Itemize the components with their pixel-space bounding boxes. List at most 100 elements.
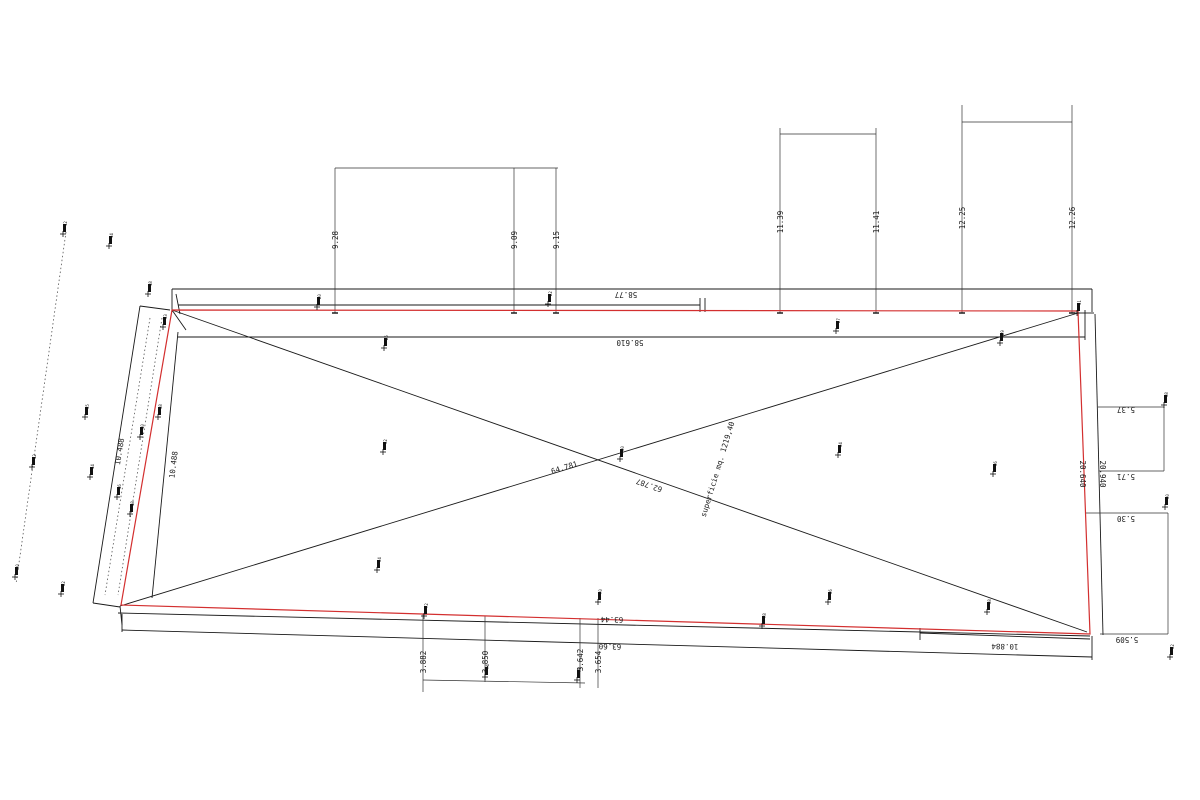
survey-point-label: 50 [620, 446, 625, 451]
survey-point-marker [424, 606, 427, 614]
survey-point: 29 [997, 330, 1005, 346]
right-outer-dimension-line [1094, 313, 1104, 636]
survey-point: 35 [82, 404, 90, 420]
survey-point-marker [32, 457, 35, 465]
diagonal-line-1 [171, 309, 1088, 633]
survey-point-label: 64 [377, 557, 382, 562]
survey-point-marker [1077, 303, 1080, 311]
survey-point: 82 [58, 581, 66, 597]
survey-point-marker [117, 487, 120, 495]
survey-point-marker [61, 584, 64, 592]
survey-point-label: 68 [987, 599, 992, 604]
bottom-inner-line [117, 612, 1091, 637]
survey-point: 56 [990, 461, 998, 477]
survey-point-marker [993, 464, 996, 472]
bottom-inner-label: 63.44 [600, 615, 623, 624]
survey-point-marker [1164, 395, 1167, 403]
survey-point-marker [548, 294, 551, 302]
survey-point-label: 40 [140, 424, 145, 429]
survey-point: 68 [984, 599, 992, 615]
survey-point-label: 29 [1000, 330, 1005, 335]
survey-point: 38 [155, 404, 163, 420]
survey-point: 78 [759, 613, 767, 629]
survey-point-marker [317, 297, 320, 305]
survey-point-label: 74 [485, 664, 490, 669]
survey-point-marker [140, 427, 143, 435]
survey-point: 18 [145, 281, 153, 297]
left-dotted-line-2 [104, 317, 151, 596]
survey-point-marker [598, 592, 601, 600]
survey-point-marker [1000, 333, 1003, 341]
survey-point-marker [63, 224, 66, 232]
left-inner-label: 10.488 [167, 450, 179, 478]
survey-point-label: 38 [158, 404, 163, 409]
survey-point-marker [85, 407, 88, 415]
survey-point-marker [163, 317, 166, 325]
survey-point-marker [828, 592, 831, 600]
left-outer-dimension-line [92, 305, 141, 604]
survey-point-label: 33 [163, 314, 168, 319]
bottom-right-dim-label: 10.884 [991, 642, 1019, 651]
survey-point-label: 44 [90, 464, 95, 469]
survey-point-label: 60 [1165, 494, 1170, 499]
right-offsets [1085, 406, 1169, 635]
survey-point-marker [109, 236, 112, 244]
survey-point: 62 [1167, 644, 1175, 660]
survey-point: 14 [106, 233, 114, 249]
offset-bottom-4: 3.654 [594, 650, 603, 673]
diagonal-line-2 [119, 312, 1079, 607]
survey-point-label: 56 [993, 461, 998, 466]
survey-point-marker [1170, 647, 1173, 655]
survey-point-marker [383, 442, 386, 450]
survey-point-marker [158, 407, 161, 415]
survey-point: 42 [29, 454, 37, 470]
survey-point: 50 [617, 446, 625, 462]
top-offsets [332, 105, 1075, 314]
survey-point-marker [148, 284, 151, 292]
survey-point-label: 22 [548, 291, 553, 296]
survey-point-marker [90, 467, 93, 475]
survey-point-marker [838, 445, 841, 453]
right-inner-label: 20.640 [1078, 460, 1087, 488]
survey-point-label: 62 [1170, 644, 1175, 649]
diagonal-label-1: 64.781 [550, 459, 579, 476]
survey-point-label: 20 [317, 294, 322, 299]
survey-point: 22 [545, 291, 553, 307]
survey-point: 48 [127, 501, 135, 517]
offset-top-7: 12.26 [1068, 206, 1077, 229]
survey-point: 58 [1161, 392, 1169, 408]
survey-point-label: 14 [109, 233, 114, 238]
bottom-off-h-1 [422, 679, 586, 684]
survey-point-marker [485, 667, 488, 675]
offset-top-4: 11.39 [776, 211, 785, 234]
survey-point: 31 [1074, 300, 1082, 316]
corner-tick-tl-2 [175, 293, 181, 315]
survey-point-label: 31 [1077, 300, 1082, 305]
offset-top-3: 9.15 [552, 231, 561, 249]
survey-point-marker [836, 321, 839, 329]
diagonal-label-2: 62.787 [635, 477, 664, 494]
left-outer-label: 10.488 [113, 437, 126, 466]
dimension-labels: 58.77 58.610 63.44 63.60 10.884 10.488 1… [113, 206, 1138, 673]
survey-point: 44 [87, 464, 95, 480]
corner-tick-bl [119, 605, 123, 626]
survey-point-label: 58 [1164, 392, 1169, 397]
survey-point-label: 48 [130, 501, 135, 506]
survey-point-label: 52 [383, 439, 388, 444]
survey-point: 80 [12, 564, 20, 580]
survey-point-label: 78 [762, 613, 767, 618]
offset-bottom-2: 3.850 [481, 650, 490, 673]
survey-point: 54 [835, 442, 843, 458]
survey-point-label: 54 [838, 442, 843, 447]
offset-top-2: 9.09 [510, 231, 519, 249]
offset-right-1: 5.37 [1117, 405, 1135, 414]
top-inner-label: 58.610 [616, 338, 644, 347]
survey-point-label: 66 [828, 589, 833, 594]
far-left-dotted-line [15, 231, 67, 585]
left-inner-dimension-line [151, 331, 179, 599]
left-bottom-ext [92, 602, 121, 608]
survey-point-label: 82 [61, 581, 66, 586]
survey-point: 72 [421, 603, 429, 619]
survey-point-label: 80 [15, 564, 20, 569]
